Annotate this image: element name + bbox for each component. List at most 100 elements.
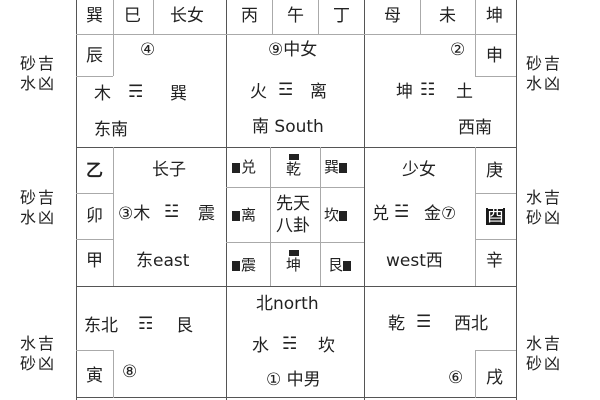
center-mr-label: 坎 bbox=[324, 206, 340, 224]
side-right-bot-2: 砂凶 bbox=[525, 354, 562, 373]
center-mid-1: 先天 bbox=[276, 194, 310, 214]
center-h-2 bbox=[226, 242, 364, 243]
n-top-row-line bbox=[226, 34, 364, 35]
s-gua: 坎 bbox=[318, 336, 335, 356]
w-direction: 东east bbox=[136, 251, 190, 271]
side-label-right-mid: 水吉 砂凶 bbox=[524, 188, 564, 228]
ne-direction: 西南 bbox=[458, 118, 492, 138]
nw-top-2: 巳 bbox=[124, 6, 141, 26]
se-right-row-line bbox=[475, 350, 516, 351]
w-left-2: 卯 bbox=[86, 206, 103, 226]
n-top-split-1 bbox=[272, 0, 273, 34]
nw-trigram-icon: ☴ bbox=[128, 82, 144, 102]
s-number-label: ① 中男 bbox=[266, 370, 321, 390]
nw-top-row-line bbox=[76, 34, 226, 35]
sw-trigram-icon: ☶ bbox=[138, 314, 154, 334]
w-left-1: 乙 bbox=[86, 161, 103, 181]
center-h-1 bbox=[226, 187, 364, 188]
sw-left-branch: 寅 bbox=[86, 366, 103, 386]
side-right-bot-1: 水吉 bbox=[525, 334, 562, 353]
ne-gua: 土 bbox=[456, 82, 473, 102]
side-label-left-top: 砂吉 水凶 bbox=[18, 54, 58, 94]
e-right-1: 庚 bbox=[486, 161, 503, 181]
nw-top-split-1 bbox=[153, 0, 154, 34]
ne-number: ② bbox=[450, 40, 466, 60]
line-outer-right bbox=[516, 0, 517, 400]
ne-element: 坤 bbox=[396, 82, 413, 102]
side-label-right-top: 砂吉 水凶 bbox=[524, 54, 564, 94]
s-trigram-icon: ☵ bbox=[282, 334, 298, 354]
e-right-col-line bbox=[475, 147, 476, 286]
nw-top-1: 巽 bbox=[86, 6, 103, 26]
se-right-col-line bbox=[475, 350, 476, 398]
e-element: 兑 bbox=[372, 204, 389, 224]
s-element: 水 bbox=[252, 336, 269, 356]
n-element: 火 bbox=[250, 82, 267, 102]
line-outer-left bbox=[76, 0, 77, 400]
sw-left-row-line bbox=[76, 350, 113, 351]
center-v-2 bbox=[320, 147, 321, 286]
n-number-label: ⑨中女 bbox=[268, 40, 318, 60]
nw-number: ④ bbox=[140, 40, 156, 60]
ne-trigram-icon: ☷ bbox=[420, 80, 436, 100]
n-top-3: 丁 bbox=[333, 6, 350, 26]
side-right-top-2: 水凶 bbox=[525, 74, 562, 93]
center-tm-label: 乾 bbox=[286, 160, 302, 178]
e-right-row-2 bbox=[475, 239, 516, 240]
n-top-split-2 bbox=[318, 0, 319, 34]
n-direction: 南 South bbox=[252, 117, 324, 137]
sw-left-col-line bbox=[113, 350, 114, 398]
ne-top-3: 坤 bbox=[486, 6, 503, 26]
center-tm: 乾 bbox=[286, 154, 301, 177]
center-mr: 坎 bbox=[324, 208, 348, 223]
center-tl: 兑 bbox=[232, 160, 256, 175]
nw-element: 木 bbox=[94, 84, 111, 104]
e-gua: 金⑦ bbox=[424, 204, 457, 224]
ne-top-split-1 bbox=[420, 0, 421, 34]
e-right-2: 酉 bbox=[486, 206, 505, 226]
se-right-branch: 戌 bbox=[486, 368, 503, 388]
side-right-mid-1: 水吉 bbox=[525, 188, 562, 207]
center-bm: 坤 bbox=[286, 250, 301, 273]
se-trigram-icon: ☰ bbox=[416, 312, 432, 332]
center-br-label: 艮 bbox=[328, 256, 344, 274]
sw-number: ⑧ bbox=[122, 362, 138, 382]
line-col-1 bbox=[226, 0, 227, 400]
nw-gua: 巽 bbox=[170, 84, 187, 104]
n-top-1: 丙 bbox=[241, 6, 258, 26]
center-mid-2: 八卦 bbox=[276, 216, 310, 236]
side-label-right-bot: 水吉 砂凶 bbox=[524, 334, 564, 374]
e-direction: west西 bbox=[386, 251, 443, 271]
w-title: 长子 bbox=[152, 160, 186, 180]
nw-direction: 东南 bbox=[94, 120, 128, 140]
nw-left-col-line-2 bbox=[76, 76, 113, 77]
ne-top-1: 母 bbox=[384, 6, 401, 26]
se-number: ⑥ bbox=[448, 368, 464, 388]
n-gua: 离 bbox=[310, 82, 327, 102]
w-left-row-1 bbox=[76, 193, 113, 194]
n-trigram-icon: ☲ bbox=[278, 80, 294, 100]
center-bl: 震 bbox=[232, 258, 256, 273]
line-row-1 bbox=[76, 147, 517, 148]
s-direction: 北north bbox=[256, 294, 319, 314]
line-bottom bbox=[76, 397, 517, 398]
ne-top-row-line bbox=[364, 34, 516, 35]
ne-top-2: 未 bbox=[439, 6, 456, 26]
side-left-bot-1: 水吉 bbox=[19, 334, 56, 353]
side-label-left-mid: 砂吉 水凶 bbox=[18, 188, 58, 228]
center-br: 艮 bbox=[328, 258, 352, 273]
side-left-mid-2: 水凶 bbox=[19, 208, 56, 227]
side-left-top-1: 砂吉 bbox=[19, 54, 56, 73]
nw-left-col-line bbox=[113, 0, 114, 76]
side-left-mid-1: 砂吉 bbox=[19, 188, 56, 207]
side-left-top-2: 水凶 bbox=[19, 74, 56, 93]
w-left-row-2 bbox=[76, 239, 113, 240]
se-direction: 西北 bbox=[454, 314, 488, 334]
w-trigram-icon: ☳ bbox=[164, 202, 180, 222]
ne-right-col-line bbox=[475, 76, 516, 77]
e-right-3: 辛 bbox=[486, 251, 503, 271]
line-row-2 bbox=[76, 286, 517, 287]
n-top-2: 午 bbox=[287, 6, 304, 26]
center-tl-label: 兑 bbox=[241, 158, 257, 176]
center-bl-label: 震 bbox=[241, 256, 257, 274]
